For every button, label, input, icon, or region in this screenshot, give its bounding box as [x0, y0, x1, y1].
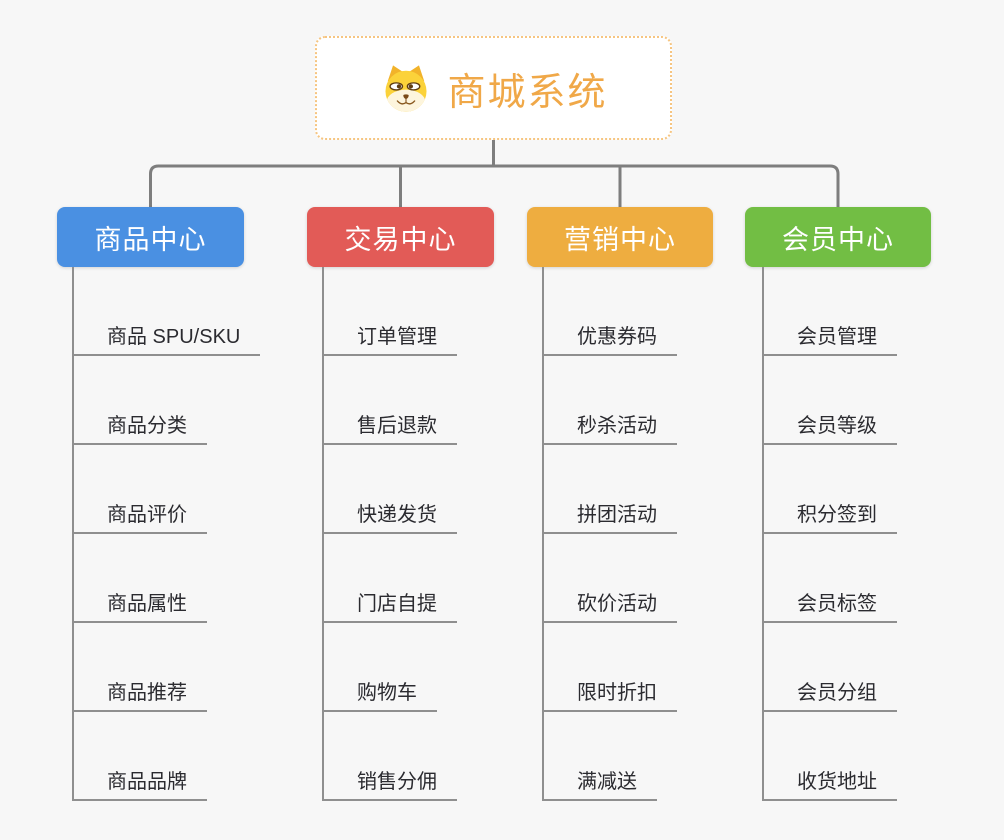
branch-label: 营销中心: [564, 224, 676, 255]
child-node[interactable]: 收货地址: [764, 712, 897, 801]
child-node[interactable]: 会员分组: [764, 623, 897, 712]
branch-label: 会员中心: [782, 224, 894, 255]
child-node[interactable]: 会员等级: [764, 356, 897, 445]
child-label: 商品属性: [74, 587, 207, 623]
child-node[interactable]: 会员管理: [764, 267, 897, 356]
child-node[interactable]: 商品 SPU/SKU: [74, 267, 261, 356]
child-label: 商品品牌: [74, 765, 207, 801]
child-label: 售后退款: [324, 409, 457, 445]
child-label: 收货地址: [764, 765, 897, 801]
child-label: 销售分佣: [324, 765, 457, 801]
child-node[interactable]: 秒杀活动: [544, 356, 677, 445]
child-label: 商品推荐: [74, 676, 207, 712]
root-node[interactable]: 商城系统: [315, 36, 672, 140]
child-label: 秒杀活动: [544, 409, 677, 445]
child-label: 商品评价: [74, 498, 207, 534]
child-node[interactable]: 商品推荐: [74, 623, 260, 712]
root-title: 商城系统: [447, 71, 608, 114]
child-label: 会员标签: [764, 587, 897, 623]
child-label: 会员管理: [764, 320, 897, 356]
doge-icon: [379, 61, 433, 115]
branch-node-marketing-center[interactable]: 营销中心: [527, 207, 713, 267]
child-label: 门店自提: [324, 587, 457, 623]
child-column-trade-center: 订单管理 售后退款 快递发货 门店自提 购物车 销售分佣: [322, 267, 457, 801]
branch-node-trade-center[interactable]: 交易中心: [307, 207, 494, 267]
child-node[interactable]: 限时折扣: [544, 623, 677, 712]
child-node[interactable]: 商品属性: [74, 534, 260, 623]
child-node[interactable]: 会员标签: [764, 534, 897, 623]
child-label: 会员分组: [764, 676, 897, 712]
child-label: 限时折扣: [544, 676, 677, 712]
child-node[interactable]: 订单管理: [324, 267, 457, 356]
child-node[interactable]: 商品评价: [74, 445, 260, 534]
child-label: 积分签到: [764, 498, 897, 534]
child-node[interactable]: 积分签到: [764, 445, 897, 534]
child-node[interactable]: 商品品牌: [74, 712, 260, 801]
child-column-product-center: 商品 SPU/SKU 商品分类 商品评价 商品属性 商品推荐 商品品牌: [72, 267, 261, 801]
child-node[interactable]: 销售分佣: [324, 712, 457, 801]
child-label: 快递发货: [324, 498, 457, 534]
child-node[interactable]: 砍价活动: [544, 534, 677, 623]
child-label: 会员等级: [764, 409, 897, 445]
branch-label: 交易中心: [344, 224, 457, 255]
child-node[interactable]: 售后退款: [324, 356, 457, 445]
child-node[interactable]: 优惠券码: [544, 267, 677, 356]
child-label: 商品分类: [74, 409, 207, 445]
child-column-member-center: 会员管理 会员等级 积分签到 会员标签 会员分组 收货地址: [762, 267, 897, 801]
child-column-marketing-center: 优惠券码 秒杀活动 拼团活动 砍价活动 限时折扣 满减送: [542, 267, 677, 801]
branch-node-member-center[interactable]: 会员中心: [745, 207, 931, 267]
child-label: 砍价活动: [544, 587, 677, 623]
child-label: 优惠券码: [544, 320, 677, 356]
branch-label: 商品中心: [94, 224, 207, 255]
branch-node-product-center[interactable]: 商品中心: [57, 207, 244, 267]
child-label: 商品 SPU/SKU: [74, 320, 261, 356]
child-node[interactable]: 快递发货: [324, 445, 457, 534]
child-label: 拼团活动: [544, 498, 677, 534]
child-label: 满减送: [544, 765, 657, 801]
child-node[interactable]: 满减送: [544, 712, 677, 801]
child-node[interactable]: 购物车: [324, 623, 457, 712]
child-label: 订单管理: [324, 320, 457, 356]
child-node[interactable]: 拼团活动: [544, 445, 677, 534]
child-node[interactable]: 门店自提: [324, 534, 457, 623]
child-node[interactable]: 商品分类: [74, 356, 260, 445]
child-label: 购物车: [324, 676, 437, 712]
